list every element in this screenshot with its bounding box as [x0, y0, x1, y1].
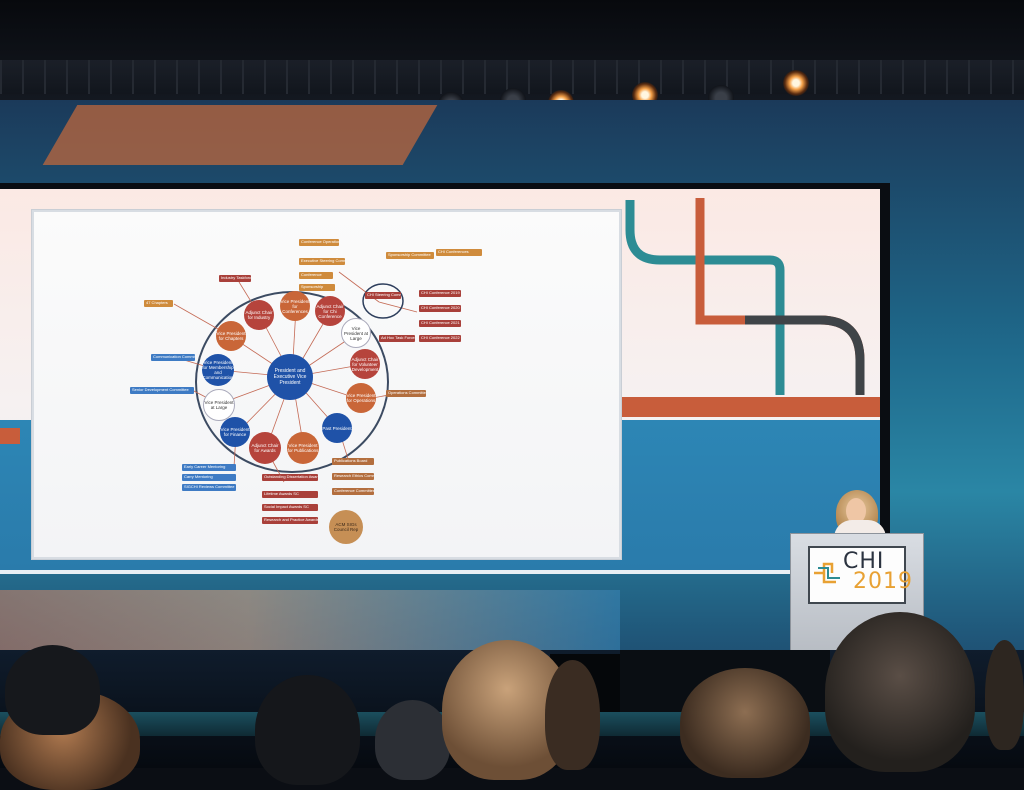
- right-box: CHI Conference 2019 Committee: [419, 290, 461, 297]
- bottom-center-box: Research and Practice Awards SC: [262, 517, 318, 524]
- speaker-face: [846, 498, 866, 524]
- top-box: Conference: [299, 272, 333, 279]
- right-box: CHI Conference 2020 Committee: [419, 305, 461, 312]
- ring-node: Adjunct Chair for Awards: [249, 432, 281, 464]
- chi-brand-text: CHI: [843, 549, 885, 574]
- audience-head: [985, 640, 1024, 750]
- bottom-center-box: Social Impact Awards SC: [262, 504, 318, 511]
- left-box: Industry Taskforce: [219, 275, 251, 282]
- bottom-right-box: Conference Committee: [332, 488, 374, 495]
- top-right-box: CHI Conferences: [436, 249, 482, 256]
- stage-light: [783, 70, 809, 96]
- bottom-center-box: Lifetime Awards SC: [262, 491, 318, 498]
- backdrop-shape: [42, 105, 438, 165]
- screen-stripe: [615, 397, 880, 417]
- bottom-right-box: Publications Board: [332, 458, 374, 465]
- left-box: Senior Development Committee: [130, 387, 194, 394]
- audience-head: [545, 660, 600, 770]
- left-box: 47 Chapters: [144, 300, 173, 307]
- future-box: Ad Hoc Task Forces: [379, 335, 415, 342]
- center-node: President and Executive Vice President: [267, 354, 313, 400]
- left-box: Communication Committee: [151, 354, 195, 361]
- ring-node: Vice President at Large: [341, 318, 371, 348]
- top-right-box: Sponsorship Committee: [386, 252, 434, 259]
- audience-head: [255, 675, 360, 785]
- bottom-left-box: Carry Mentoring: [182, 474, 236, 481]
- audience-head: [5, 645, 100, 735]
- ring-node: Vice President for Conferences: [280, 291, 310, 321]
- ring-node: Vice President for Finance: [220, 417, 250, 447]
- top-box: Conference Operations Committee: [299, 239, 339, 246]
- slide-panel: President and Executive Vice President A…: [32, 210, 621, 559]
- bottom-center-box: Outstanding Dissertation Awards SC: [262, 474, 318, 481]
- ring-node: Adjunct Chair for Chi Conference: [315, 296, 345, 326]
- chi-logo-icon: [814, 562, 840, 584]
- ring-node: Vice President at Large: [203, 389, 235, 421]
- ring-node: Adjunct Chair for Volunteer Development: [350, 349, 380, 379]
- ring-node: Vice President for Publications: [287, 432, 319, 464]
- audience-head: [825, 612, 975, 772]
- audience-head: [680, 668, 810, 778]
- ring-node: Adjunct Chair for Industry: [244, 300, 274, 330]
- top-box: Sponsorship: [299, 284, 335, 291]
- bottom-left-box: SIGCHI Reviews Committee: [182, 484, 236, 491]
- bottom-left-box: Early Career Mentoring: [182, 464, 236, 471]
- top-box: Executive Steering Committee: [299, 258, 345, 265]
- bottom-right-box: Research Ethics Committee: [332, 473, 374, 480]
- ops-box: Operations Committee: [386, 390, 426, 397]
- screen-stripe-left: [0, 428, 20, 444]
- ring-node: Vice President for Membership and Commun…: [202, 354, 234, 386]
- chi-year-text: 2019: [853, 569, 913, 594]
- slide-line-art: [625, 198, 865, 395]
- ring-node: Vice President for Chapters: [216, 321, 246, 351]
- right-box: CHI Conference 2021 Committee: [419, 320, 461, 327]
- ring-node: Vice President for Operations: [346, 383, 376, 413]
- right-box: CHI Conference 2022 Committee: [419, 335, 461, 342]
- audience-head: [375, 700, 450, 780]
- acm-node: ACM SIGs Council Rep: [329, 510, 363, 544]
- ring-node: Past President: [322, 413, 352, 443]
- steering-box: CHI Steering Committee: [365, 292, 401, 299]
